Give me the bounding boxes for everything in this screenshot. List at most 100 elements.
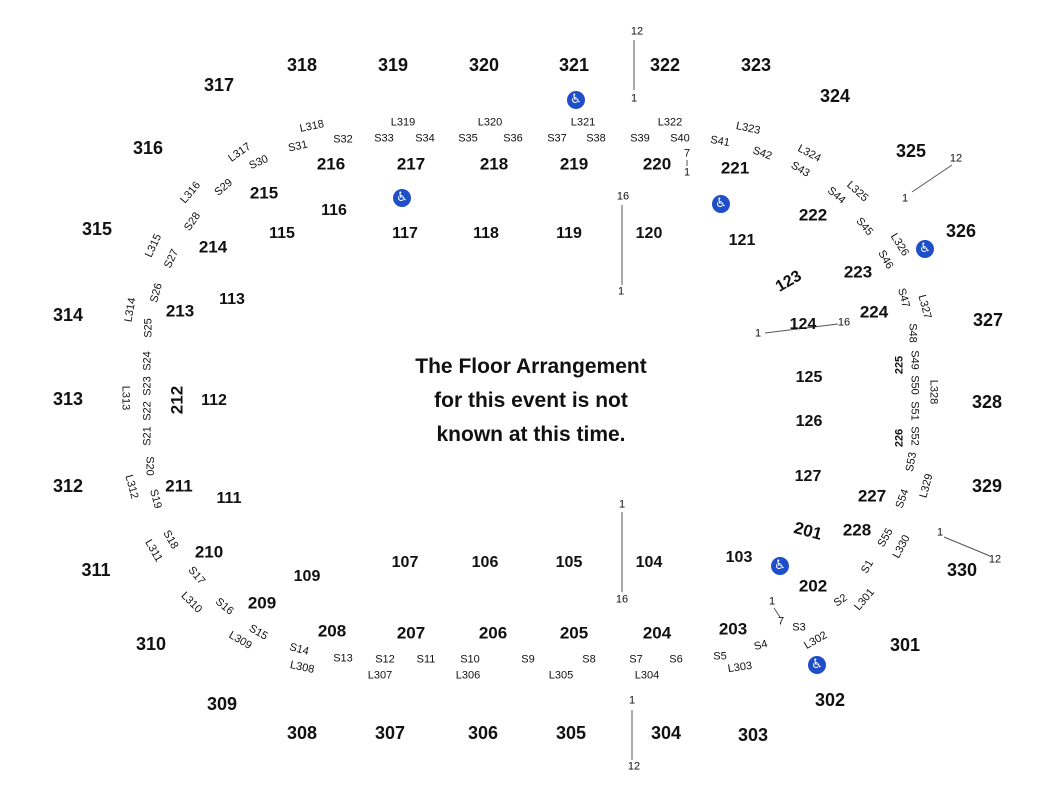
section-116[interactable]: 116 [321, 202, 347, 219]
section-319[interactable]: 319 [377, 55, 409, 75]
section-119[interactable]: 119 [556, 225, 582, 242]
suite-s3[interactable]: S3 [792, 621, 806, 634]
section-211[interactable]: 211 [165, 476, 193, 496]
section-304[interactable]: 304 [650, 723, 682, 743]
section-125[interactable]: 125 [795, 369, 823, 386]
section-302[interactable]: 302 [814, 690, 846, 710]
section-323[interactable]: 323 [740, 55, 772, 75]
suite-s52[interactable]: S52 [908, 426, 921, 446]
suite-s23[interactable]: S23 [141, 376, 154, 396]
section-118[interactable]: 118 [473, 225, 499, 242]
section-113[interactable]: 113 [219, 291, 245, 308]
section-109[interactable]: 109 [293, 568, 321, 585]
section-308[interactable]: 308 [286, 723, 318, 743]
section-314[interactable]: 314 [52, 305, 84, 325]
section-216[interactable]: 216 [316, 154, 346, 174]
loge-l319[interactable]: L319 [390, 116, 416, 129]
section-124[interactable]: 124 [789, 316, 817, 333]
suite-s11[interactable]: S11 [416, 653, 436, 666]
section-105[interactable]: 105 [555, 554, 583, 571]
section-321[interactable]: 321 [558, 55, 590, 75]
suite-s40[interactable]: S40 [670, 132, 690, 145]
section-127[interactable]: 127 [794, 468, 822, 485]
section-324[interactable]: 324 [819, 86, 851, 106]
section-326[interactable]: 326 [945, 221, 977, 241]
section-215[interactable]: 215 [249, 183, 279, 203]
section-322[interactable]: 322 [649, 55, 681, 75]
section-226[interactable]: 226 [893, 428, 906, 448]
section-111[interactable]: 111 [216, 490, 242, 507]
section-214[interactable]: 214 [198, 237, 228, 257]
section-301[interactable]: 301 [889, 635, 921, 655]
section-325[interactable]: 325 [895, 141, 927, 161]
section-220[interactable]: 220 [642, 154, 672, 174]
section-316[interactable]: 316 [132, 138, 164, 158]
section-202[interactable]: 202 [798, 576, 828, 596]
section-104[interactable]: 104 [635, 554, 663, 571]
section-204[interactable]: 204 [642, 623, 672, 643]
section-317[interactable]: 317 [203, 75, 235, 95]
section-115[interactable]: 115 [269, 225, 295, 242]
suite-s33[interactable]: S33 [374, 132, 394, 145]
section-328[interactable]: 328 [971, 392, 1003, 412]
suite-s38[interactable]: S38 [586, 132, 606, 145]
suite-s8[interactable]: S8 [582, 653, 596, 666]
section-207[interactable]: 207 [396, 623, 426, 643]
section-225[interactable]: 225 [893, 355, 906, 375]
section-224[interactable]: 224 [859, 302, 889, 322]
suite-s6[interactable]: S6 [669, 653, 683, 666]
suite-s35[interactable]: S35 [458, 132, 478, 145]
section-311[interactable]: 311 [81, 560, 111, 580]
suite-s7[interactable]: S7 [629, 653, 643, 666]
suite-s12[interactable]: S12 [375, 653, 395, 666]
suite-s36[interactable]: S36 [503, 132, 523, 145]
section-312[interactable]: 312 [52, 476, 84, 496]
section-126[interactable]: 126 [795, 413, 823, 430]
section-223[interactable]: 223 [843, 262, 873, 282]
section-217[interactable]: 217 [396, 154, 426, 174]
section-307[interactable]: 307 [374, 723, 406, 743]
section-305[interactable]: 305 [555, 723, 587, 743]
suite-s24[interactable]: S24 [141, 351, 154, 371]
section-121[interactable]: 121 [728, 232, 756, 249]
section-228[interactable]: 228 [842, 520, 872, 540]
section-106[interactable]: 106 [471, 554, 499, 571]
loge-l305[interactable]: L305 [548, 669, 574, 682]
suite-s22[interactable]: S22 [141, 401, 154, 421]
section-218[interactable]: 218 [479, 154, 509, 174]
section-327[interactable]: 327 [972, 310, 1004, 330]
section-303[interactable]: 303 [737, 725, 769, 745]
suite-s50[interactable]: S50 [908, 375, 921, 395]
suite-s48[interactable]: S48 [906, 323, 919, 343]
suite-s51[interactable]: S51 [908, 401, 921, 421]
section-222[interactable]: 222 [798, 205, 828, 225]
section-306[interactable]: 306 [467, 723, 499, 743]
suite-s5[interactable]: S5 [713, 650, 727, 663]
section-120[interactable]: 120 [635, 225, 663, 242]
loge-l313[interactable]: L313 [119, 385, 132, 411]
loge-l322[interactable]: L322 [657, 116, 683, 129]
suite-s37[interactable]: S37 [547, 132, 567, 145]
section-309[interactable]: 309 [206, 694, 238, 714]
loge-l320[interactable]: L320 [477, 116, 503, 129]
section-320[interactable]: 320 [468, 55, 500, 75]
suite-s39[interactable]: S39 [630, 132, 650, 145]
section-315[interactable]: 315 [81, 219, 113, 239]
section-208[interactable]: 208 [317, 621, 347, 641]
loge-l307[interactable]: L307 [367, 669, 393, 682]
loge-l321[interactable]: L321 [570, 116, 596, 129]
section-221[interactable]: 221 [720, 158, 750, 178]
section-206[interactable]: 206 [478, 623, 508, 643]
suite-s9[interactable]: S9 [521, 653, 535, 666]
section-213[interactable]: 213 [165, 301, 195, 321]
suite-s34[interactable]: S34 [415, 132, 435, 145]
section-313[interactable]: 313 [52, 389, 84, 409]
suite-s25[interactable]: S25 [142, 318, 155, 338]
section-212[interactable]: 212 [167, 385, 187, 415]
section-210[interactable]: 210 [194, 542, 224, 562]
suite-s13[interactable]: S13 [333, 652, 353, 665]
suite-s32[interactable]: S32 [333, 133, 353, 146]
section-310[interactable]: 310 [135, 634, 167, 654]
suite-s49[interactable]: S49 [908, 350, 921, 370]
section-107[interactable]: 107 [391, 554, 419, 571]
